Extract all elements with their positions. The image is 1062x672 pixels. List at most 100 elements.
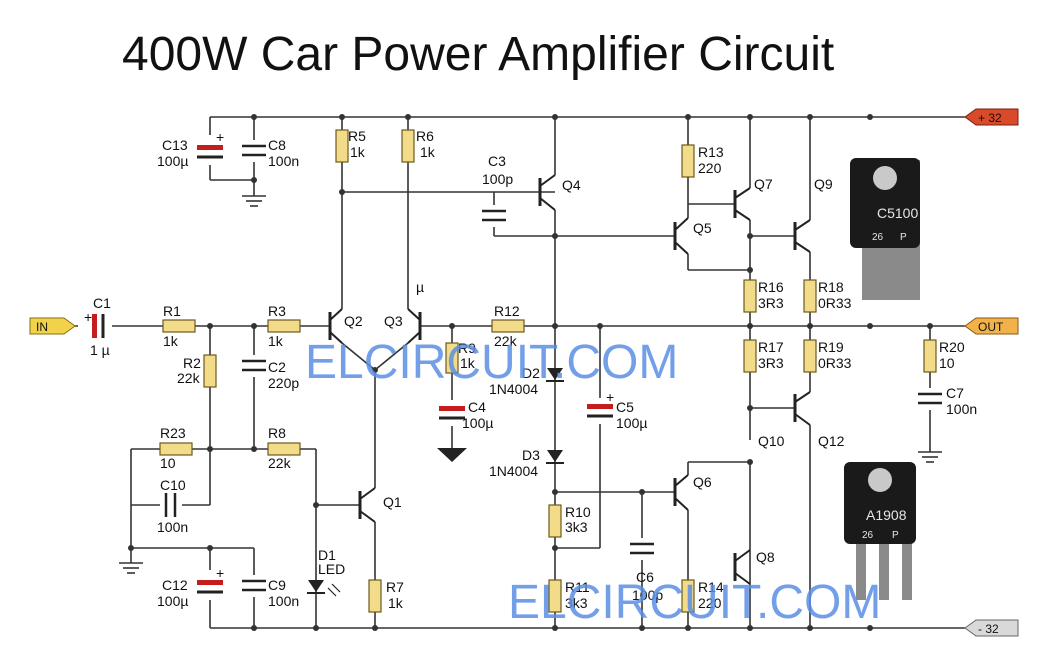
label-q1: Q1 (383, 494, 402, 510)
label-c6-val: 100p (632, 587, 663, 603)
capacitor-c10 (160, 493, 182, 517)
label-r19-ref: R19 (818, 339, 844, 355)
ground-symbol (119, 562, 143, 574)
resistor-r11 (548, 579, 562, 613)
ground-symbol (242, 195, 266, 207)
label-d1-ref: D1 (318, 547, 336, 563)
resistor-r3 (267, 319, 301, 333)
capacitor-c7 (918, 388, 942, 410)
label-q12: Q12 (818, 433, 845, 449)
resistor-r2 (203, 354, 217, 388)
label-r12-ref: R12 (494, 303, 520, 319)
label-c9-val: 100n (268, 593, 299, 609)
label-r5-ref: R5 (348, 128, 366, 144)
capacitor-c4 (439, 400, 465, 426)
label-c1-ref: C1 (93, 295, 111, 311)
diode-d3 (546, 450, 564, 464)
svg-text:- 32: - 32 (978, 622, 999, 636)
resistor-r13 (681, 144, 695, 178)
svg-text:26: 26 (872, 232, 884, 243)
label-r23-val: 10 (160, 455, 176, 471)
ground-triangle (437, 448, 467, 462)
svg-text:A1908: A1908 (866, 507, 907, 523)
resistor-r9 (445, 342, 459, 374)
label-q9: Q9 (814, 176, 833, 192)
input-terminal: IN (29, 317, 76, 335)
capacitor-c3 (482, 205, 506, 227)
label-r9-val: 1k (460, 355, 476, 371)
label-c7-ref: C7 (946, 385, 964, 401)
label-r6-ref: R6 (416, 128, 434, 144)
led-d1 (307, 580, 341, 597)
label-q4: Q4 (562, 177, 581, 193)
label-c13-val: 100µ (157, 153, 188, 169)
resistor-r1 (162, 319, 196, 333)
label-r3-ref: R3 (268, 303, 286, 319)
capacitor-c8 (242, 140, 266, 162)
label-c4-val: 100µ (462, 415, 493, 431)
resistor-r23 (159, 442, 193, 456)
resistor-r12 (491, 319, 525, 333)
resistor-r6 (401, 129, 415, 163)
label-r3-val: 1k (268, 333, 284, 349)
label-c10-ref: C10 (160, 477, 186, 493)
capacitor-c9 (242, 575, 266, 597)
label-r8-val: 22k (268, 455, 292, 471)
positive-supply-terminal: + 32 (964, 108, 1019, 126)
label-r2-ref: R2 (183, 355, 201, 371)
stray-mu-label: µ (416, 279, 424, 295)
label-q7: Q7 (754, 176, 773, 192)
label-q8: Q8 (756, 549, 775, 565)
watermark-center: ELCIRCUIT.COM (305, 336, 678, 389)
label-c13-ref: C13 (162, 137, 188, 153)
resistor-r18 (803, 279, 817, 313)
label-r11-ref: R11 (565, 579, 590, 595)
svg-text:P: P (892, 530, 899, 541)
resistor-r17 (743, 339, 757, 373)
resistor-r14 (681, 579, 695, 613)
label-c5-val: 100µ (616, 415, 647, 431)
label-c4-ref: C4 (468, 399, 486, 415)
label-d3-ref: D3 (522, 447, 540, 463)
svg-text:+: + (84, 309, 92, 325)
label-r17-val: 3R3 (758, 355, 784, 371)
label-r13-ref: R13 (698, 144, 724, 160)
ground-symbol (918, 451, 942, 463)
svg-text:+: + (216, 129, 224, 145)
label-r2-val: 22k (177, 370, 201, 386)
label-r18-val: 0R33 (818, 295, 852, 311)
junction-dots (128, 114, 933, 631)
svg-text:26: 26 (862, 530, 874, 541)
resistor-r16 (743, 279, 757, 313)
label-d1-val: LED (318, 561, 345, 577)
label-r1-ref: R1 (163, 303, 181, 319)
transistor-q9 (793, 219, 811, 253)
label-r5-val: 1k (350, 144, 366, 160)
label-r13-val: 220 (698, 160, 722, 176)
diode-d2 (546, 368, 564, 382)
label-c10-val: 100n (157, 519, 188, 535)
label-q6: Q6 (693, 474, 712, 490)
resistor-r19 (803, 339, 817, 373)
svg-text:C5100: C5100 (877, 205, 918, 221)
label-c3-ref: C3 (488, 153, 506, 169)
label-d3-val: 1N4004 (489, 463, 538, 479)
resistor-r8 (267, 442, 301, 456)
transistor-q1 (358, 487, 376, 523)
transistor-q3 (407, 308, 422, 344)
label-d2-val: 1N4004 (489, 381, 538, 397)
transistor-q6 (673, 474, 689, 511)
label-r12-val: 22k (494, 333, 518, 349)
label-c6-ref: C6 (636, 569, 654, 585)
label-r20-ref: R20 (939, 339, 965, 355)
output-terminal: OUT (964, 317, 1019, 335)
label-c2-ref: C2 (268, 359, 286, 375)
svg-text:IN: IN (36, 320, 48, 334)
label-r19-val: 0R33 (818, 355, 852, 371)
label-c5-ref: C5 (616, 399, 634, 415)
transistor-q4 (538, 174, 556, 211)
label-c8-val: 100n (268, 153, 299, 169)
capacitor-c6 (630, 538, 654, 560)
label-c12-val: 100µ (157, 593, 188, 609)
